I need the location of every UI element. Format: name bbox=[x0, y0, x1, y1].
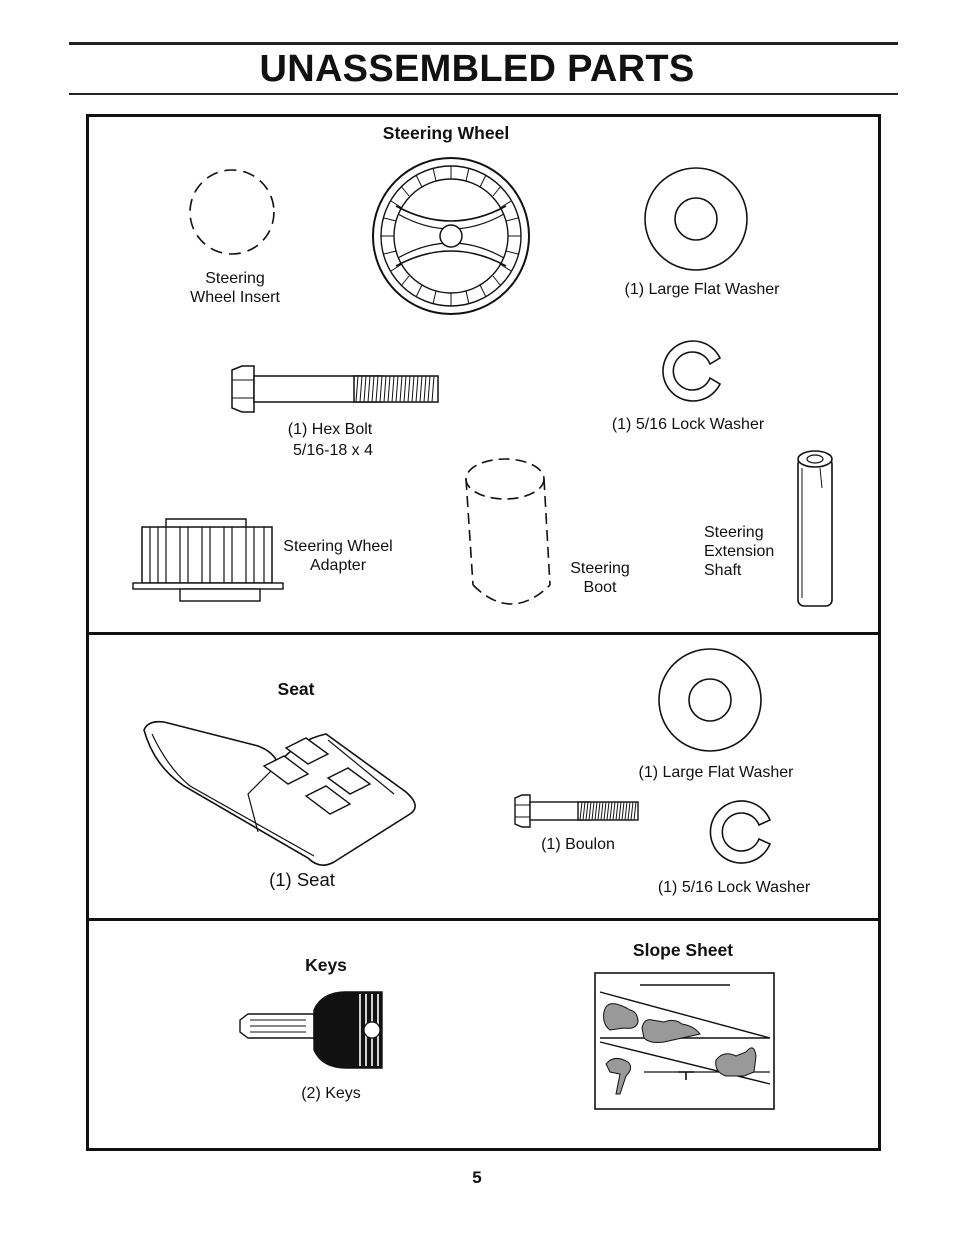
seat-label: (1) Seat bbox=[269, 869, 335, 890]
seat-lock-washer-illustration bbox=[709, 800, 772, 864]
seat-large-flat-washer-label: (1) Large Flat Washer bbox=[638, 764, 794, 781]
boulon-label: (1) Boulon bbox=[541, 836, 615, 853]
steering-extension-shaft-illustration bbox=[797, 450, 833, 607]
seat-lock-washer-label: (1) 5/16 Lock Washer bbox=[657, 879, 811, 896]
large-flat-washer-illustration bbox=[644, 167, 748, 271]
title-underline bbox=[69, 93, 898, 95]
hex-bolt-illustration bbox=[231, 365, 439, 413]
lock-washer-illustration bbox=[662, 340, 722, 402]
key-icon bbox=[239, 991, 383, 1069]
steering-wheel-illustration bbox=[372, 157, 530, 315]
steering-heading: Steering Wheel bbox=[382, 123, 510, 143]
seat-heading: Seat bbox=[277, 679, 315, 699]
slope-sheet-illustration bbox=[594, 972, 775, 1110]
page-title: UNASSEMBLED PARTS bbox=[259, 48, 695, 90]
section-divider-1 bbox=[88, 632, 879, 635]
seat-large-flat-washer-illustration bbox=[658, 648, 762, 752]
steering-wheel-adapter-illustration bbox=[132, 518, 284, 602]
page-number: 5 bbox=[472, 1168, 482, 1187]
boulon-illustration bbox=[514, 794, 639, 828]
section-divider-2 bbox=[88, 918, 879, 921]
keys-label: (2) Keys bbox=[301, 1085, 361, 1102]
keys-heading: Keys bbox=[305, 955, 347, 975]
large-flat-washer-label: (1) Large Flat Washer bbox=[624, 281, 780, 298]
top-rule bbox=[69, 42, 898, 45]
lock-washer-label: (1) 5/16 Lock Washer bbox=[611, 416, 765, 433]
parts-frame bbox=[86, 114, 881, 1151]
steering-wheel-insert-illustration bbox=[189, 169, 275, 255]
steering-boot-illustration bbox=[465, 458, 551, 605]
seat-illustration bbox=[143, 720, 416, 866]
slope-sheet-heading: Slope Sheet bbox=[632, 940, 734, 960]
